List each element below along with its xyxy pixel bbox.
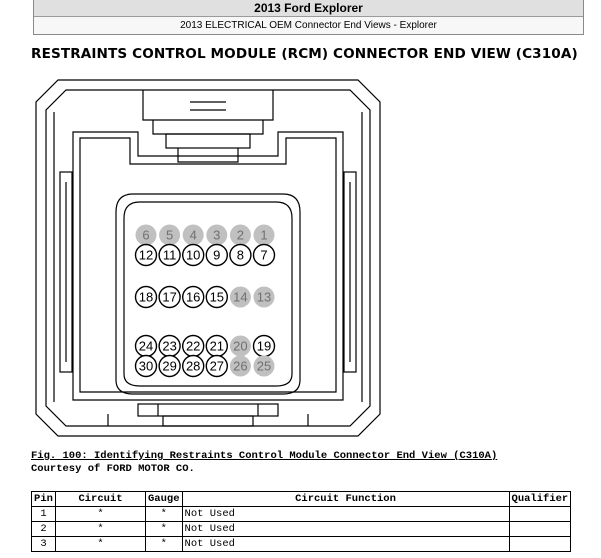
connector-pin-12: 12 [134,243,158,267]
figure-caption: Fig. 100: Identifying Restraints Control… [31,450,497,476]
connector-pin-1: 1 [253,224,275,246]
cell-gauge: * [145,506,183,522]
svg-text:23: 23 [162,339,176,354]
svg-text:14: 14 [233,290,247,305]
connector-pin-11: 11 [158,243,181,267]
svg-text:10: 10 [186,248,200,263]
svg-text:3: 3 [213,228,220,243]
connector-pin-24: 24 [134,334,158,358]
svg-text:15: 15 [210,290,224,305]
connector-pin-9: 9 [205,243,229,267]
svg-text:28: 28 [186,359,200,374]
connector-pin-20: 20 [229,335,251,357]
svg-text:2: 2 [237,228,244,243]
pin-table: Pin Circuit Gauge Circuit Function Quali… [31,491,572,552]
svg-text:18: 18 [139,290,153,305]
svg-text:4: 4 [190,228,197,243]
connector-pin-16: 16 [181,285,205,309]
connector-pin-8: 8 [229,243,252,267]
svg-text:19: 19 [257,339,271,354]
svg-text:6: 6 [142,228,149,243]
svg-text:25: 25 [257,359,271,374]
header-gauge: Gauge [145,491,183,507]
header-qualifier: Qualifier [508,491,572,507]
svg-text:16: 16 [186,290,200,305]
connector-pin-6: 6 [135,224,157,246]
connector-pin-17: 17 [158,285,181,309]
cell-circuit: * [55,521,146,537]
connector-pin-27: 27 [205,354,229,378]
figure-title: Fig. 100: Identifying Restraints Control… [31,450,498,462]
svg-text:8: 8 [237,248,244,263]
connector-pin-30: 30 [134,354,158,378]
connector-housing [35,79,381,437]
document-subtitle: 2013 ELECTRICAL OEM Connector End Views … [34,17,583,34]
connector-pin-2: 2 [229,224,251,246]
connector-pin-15: 15 [205,285,229,309]
header-function: Circuit Function [181,491,510,507]
cell-pin: 3 [31,536,56,552]
cell-gauge: * [145,521,183,537]
svg-text:7: 7 [260,248,267,263]
connector-pin-18: 18 [134,285,158,309]
table-row: 2 * * Not Used [31,521,572,537]
cell-pin: 1 [31,506,56,522]
cell-circuit: * [55,536,146,552]
connector-pin-28: 28 [181,354,205,378]
connector-pin-26: 26 [229,355,251,377]
svg-text:24: 24 [139,339,153,354]
connector-pin-21: 21 [205,334,229,358]
connector-pin-5: 5 [159,224,181,246]
svg-text:1: 1 [260,228,267,243]
svg-text:20: 20 [233,339,247,354]
figure-courtesy: Courtesy of FORD MOTOR CO. [31,463,195,475]
header-circuit: Circuit [55,491,146,507]
connector-pin-7: 7 [252,243,276,267]
svg-text:22: 22 [186,339,200,354]
cell-function: Not Used [181,521,510,537]
cell-circuit: * [55,506,146,522]
svg-text:17: 17 [162,290,176,305]
cell-gauge: * [145,536,183,552]
cell-qualifier [508,536,572,552]
connector-pin-14: 14 [229,286,251,308]
connector-pin-13: 13 [253,286,275,308]
connector-pin-23: 23 [158,334,181,358]
connector-pin-4: 4 [182,224,204,246]
document-title: 2013 Ford Explorer [34,0,583,17]
svg-text:13: 13 [257,290,271,305]
connector-pin-22: 22 [181,334,205,358]
cell-function: Not Used [181,536,510,552]
table-row: 1 * * Not Used [31,506,572,522]
table-header-row: Pin Circuit Gauge Circuit Function Quali… [31,491,572,507]
svg-text:5: 5 [166,228,173,243]
cell-function: Not Used [181,506,510,522]
svg-text:21: 21 [210,339,224,354]
connector-pin-29: 29 [158,354,181,378]
svg-text:30: 30 [139,359,153,374]
svg-text:27: 27 [210,359,224,374]
cell-qualifier [508,521,572,537]
page-title: RESTRAINTS CONTROL MODULE (RCM) CONNECTO… [31,46,578,62]
cell-pin: 2 [31,521,56,537]
svg-text:12: 12 [139,248,153,263]
connector-pin-3: 3 [206,224,228,246]
svg-text:29: 29 [162,359,176,374]
table-row: 3 * * Not Used [31,536,572,552]
svg-text:11: 11 [163,248,177,263]
cell-qualifier [508,506,572,522]
header-pin: Pin [31,491,56,507]
document-header: 2013 Ford Explorer 2013 ELECTRICAL OEM C… [33,0,584,35]
connector-pin-10: 10 [181,243,205,267]
svg-text:9: 9 [213,248,220,263]
svg-text:26: 26 [233,359,247,374]
connector-pin-25: 25 [253,355,275,377]
connector-pin-19: 19 [252,334,276,358]
